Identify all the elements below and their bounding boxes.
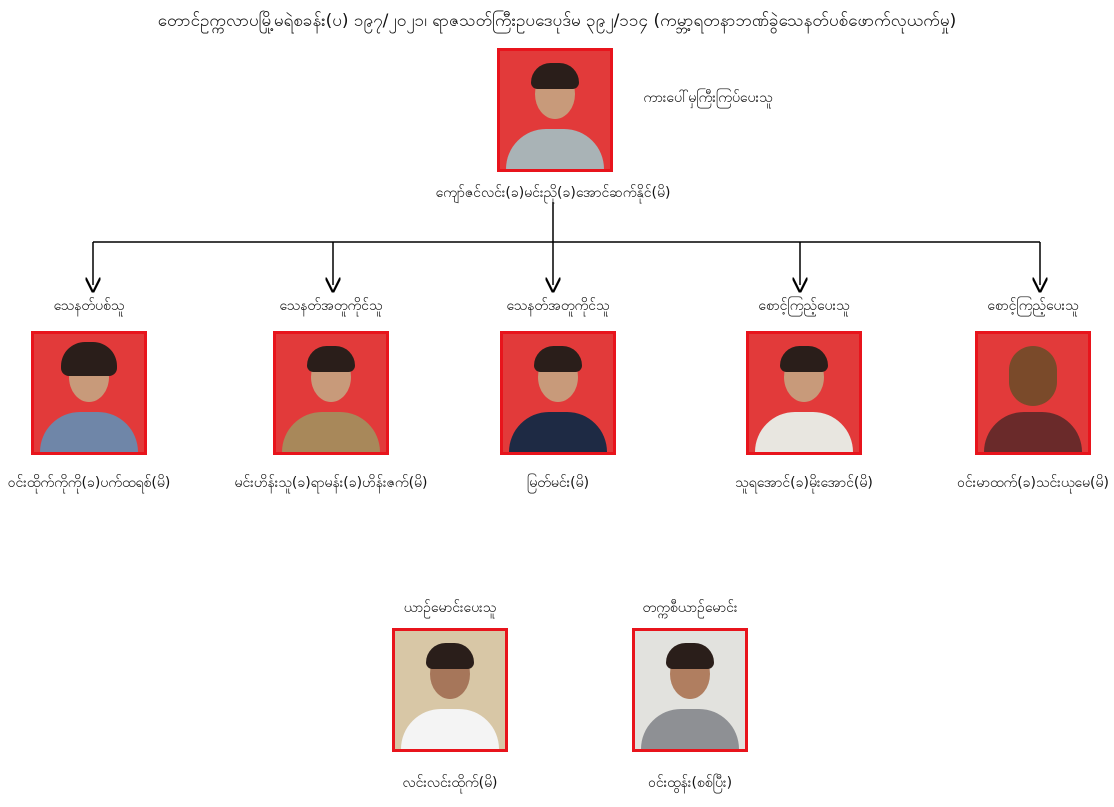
member-name: သူရအောင်(ခ)မိုးအောင်(မိ) xyxy=(735,475,873,491)
driver-photo xyxy=(632,628,748,752)
member-photo xyxy=(273,331,389,455)
leader-role: ကားပေါ်မှကြီးကြပ်ပေးသူ xyxy=(643,90,773,106)
member-role: စောင့်ကြည့်ပေးသူ xyxy=(987,298,1079,314)
member-role: စောင့်ကြည့်ပေးသူ xyxy=(758,298,850,314)
member-name: ဝင်းမာထက်(ခ)သင်းယုမေ(မိ) xyxy=(957,475,1109,491)
member-role: သေနတ်ပစ်သူ xyxy=(53,298,125,314)
member-name: ဝင်းထိုက်ကိုကို(ခ)ပက်ထရစ်(မိ) xyxy=(7,475,171,491)
driver-role: ယာဉ်မောင်းပေးသူ xyxy=(403,600,497,616)
driver-photo xyxy=(392,628,508,752)
member-photo xyxy=(500,331,616,455)
member-photo xyxy=(31,331,147,455)
leader-photo xyxy=(497,48,613,172)
member-role: သေနတ်အတူကိုင်သူ xyxy=(506,298,610,314)
driver-name: လင်းလင်းထိုက်(မိ) xyxy=(402,775,498,791)
driver-name: ဝင်းထွန်း(စစ်ပြီး) xyxy=(647,775,733,791)
member-photo xyxy=(746,331,862,455)
chart-title: တောင်ဥက္ကလာပမြို့မရဲစခန်း(ပ) ၁၉၇/၂၀၂၁၊ ရ… xyxy=(157,11,957,31)
member-name: မင်းဟိန်းသူ(ခ)ရာမန်း(ခ)ဟိန်းဇက်(မိ) xyxy=(234,475,428,491)
driver-role: တက္ကစီယာဉ်မောင်း xyxy=(642,600,738,616)
member-role: သေနတ်အတူကိုင်သူ xyxy=(279,298,383,314)
member-name: မြတ်မင်း(မိ) xyxy=(526,475,590,491)
member-photo xyxy=(975,331,1091,455)
leader-name: ကျော်ဇင်လင်း(ခ)မင်းညို(ခ)အောင်ဆက်နိုင်(မ… xyxy=(435,185,671,201)
